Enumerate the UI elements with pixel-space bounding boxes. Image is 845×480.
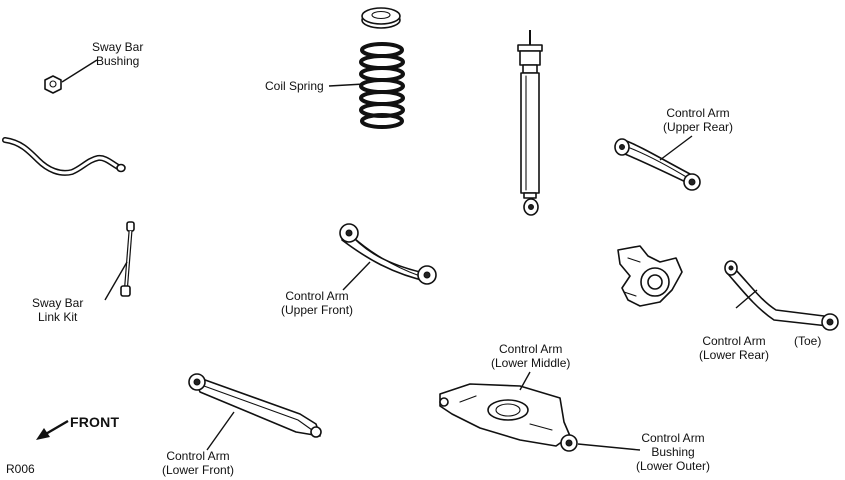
label-sway-bar-link-kit: Sway Bar Link Kit (32, 296, 84, 324)
front-direction-label: FRONT (70, 414, 120, 430)
sway-bar-bushing-part (44, 75, 62, 94)
label-control-arm-bushing-lower-outer: Control Arm Bushing (Lower Outer) (636, 431, 711, 473)
spring-insulator-part (361, 7, 401, 29)
knuckle-part (617, 245, 683, 307)
control-arm-lower-middle-part (439, 383, 571, 447)
leader-lines (61, 59, 758, 451)
label-sway-bar-bushing: Sway Bar Bushing (92, 40, 144, 68)
sway-bar-link-part (120, 221, 135, 297)
control-arm-lower-rear-part (724, 260, 839, 331)
label-coil-spring: Coil Spring (265, 79, 324, 93)
control-arm-upper-rear-part (614, 138, 701, 191)
label-control-arm-lower-front: Control Arm (Lower Front) (162, 449, 235, 477)
label-control-arm-lower-rear: Control Arm (Lower Rear) (699, 334, 770, 362)
sway-bar-part (2, 137, 126, 176)
control-arm-bushing-part (560, 434, 578, 452)
label-control-arm-upper-front: Control Arm (Upper Front) (281, 289, 354, 317)
label-control-arm-upper-rear: Control Arm (Upper Rear) (663, 106, 734, 134)
coil-spring-part (359, 42, 405, 129)
label-toe: (Toe) (794, 334, 822, 348)
shock-absorber-part (517, 30, 543, 216)
control-arm-lower-front-part (188, 373, 322, 438)
figure-code: R006 (6, 462, 35, 476)
control-arm-upper-front-part (339, 223, 437, 285)
label-control-arm-lower-middle: Control Arm (Lower Middle) (491, 342, 571, 370)
front-arrow-icon (36, 419, 69, 440)
